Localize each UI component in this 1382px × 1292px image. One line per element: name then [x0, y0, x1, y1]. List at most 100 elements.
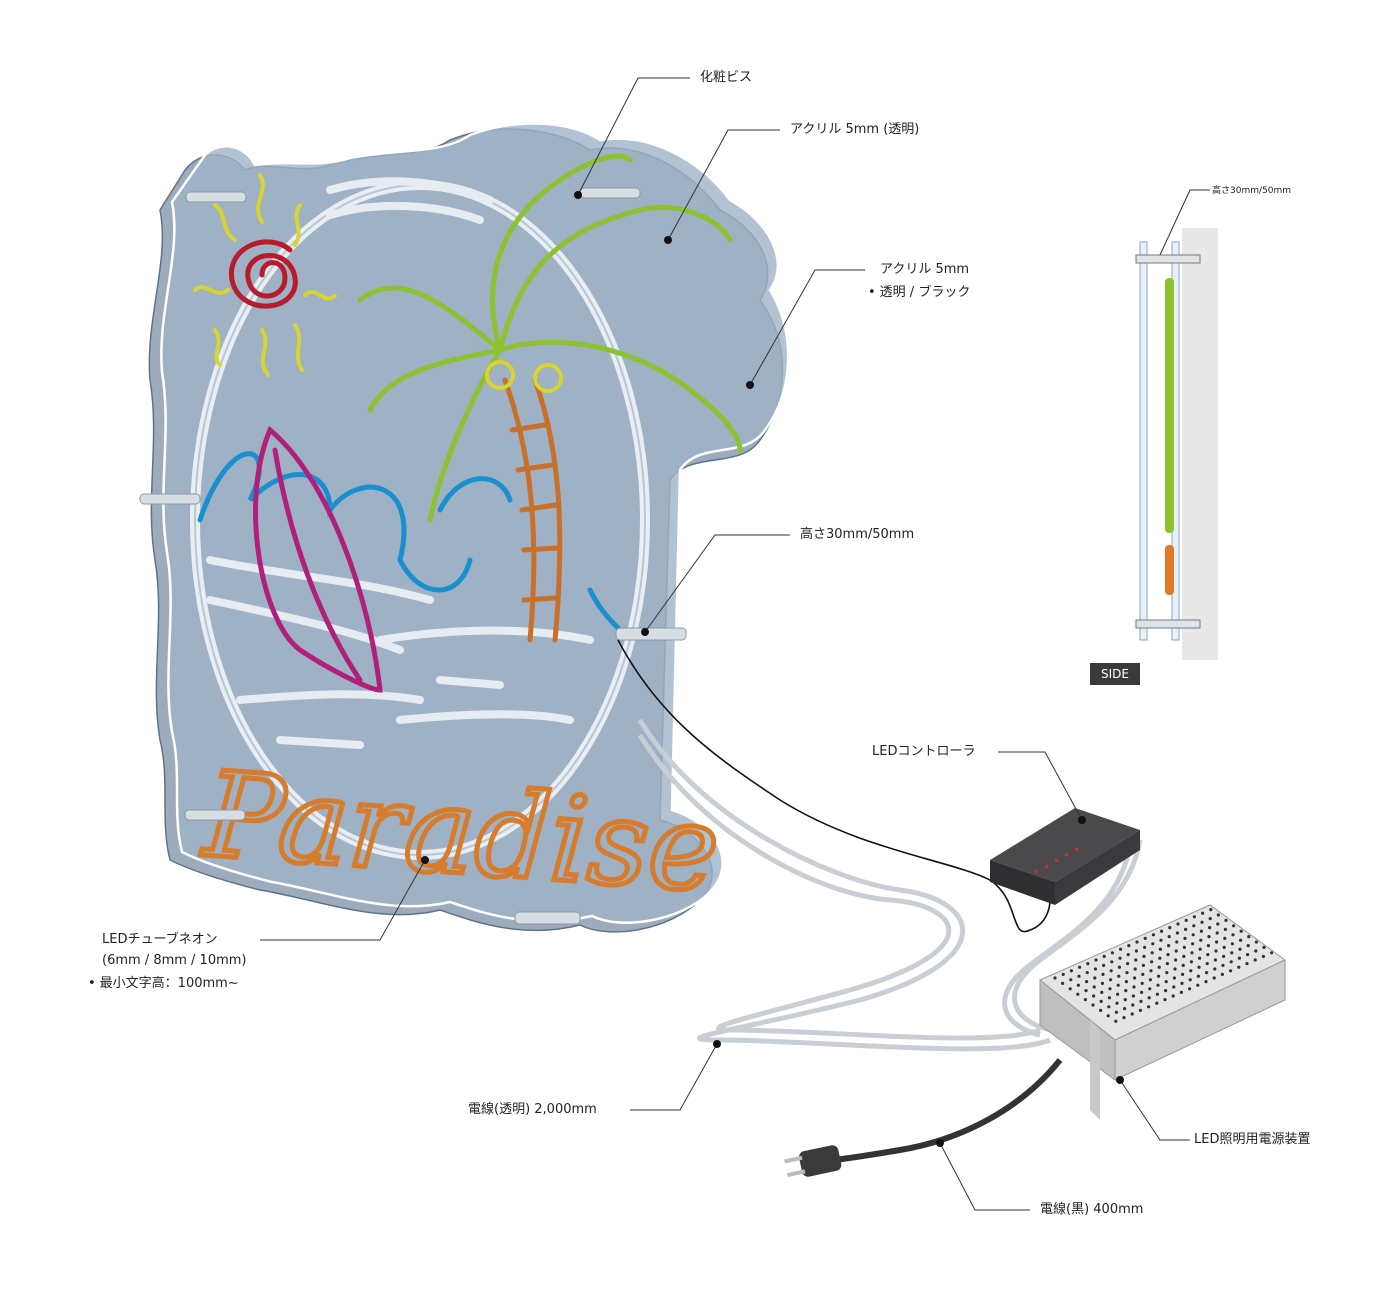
vent-hole — [1175, 940, 1179, 944]
vent-hole — [1192, 924, 1196, 928]
vent-hole — [1179, 990, 1183, 995]
vent-hole — [1159, 938, 1163, 942]
vent-hole — [1102, 963, 1106, 968]
vent-hole — [1125, 971, 1129, 975]
vent-hole — [1230, 942, 1234, 946]
front-acrylic-panel — [160, 122, 790, 924]
vent-hole — [1134, 958, 1138, 962]
label-power-supply: LED照明用電源装置 — [1194, 1132, 1311, 1147]
vent-hole — [1141, 972, 1145, 977]
vent-hole — [1192, 915, 1196, 919]
vent-hole — [1172, 985, 1176, 989]
vent-hole — [1155, 1001, 1159, 1005]
vent-hole — [1061, 972, 1065, 977]
vent-hole — [1085, 980, 1089, 984]
vent-hole — [1138, 1008, 1142, 1013]
vent-hole — [1262, 945, 1266, 950]
vent-hole — [1117, 965, 1121, 969]
vent-hole — [1238, 947, 1242, 951]
vent-hole — [1156, 983, 1160, 987]
vent-hole — [1151, 933, 1155, 937]
vent-hole — [1122, 1016, 1126, 1020]
vent-hole — [1123, 998, 1127, 1002]
vent-hole — [1214, 949, 1218, 953]
vent-hole — [1110, 951, 1114, 955]
vent-hole — [1123, 1007, 1127, 1011]
vent-hole — [1069, 978, 1073, 982]
vent-hole — [1232, 924, 1236, 928]
vent-hole — [1107, 1005, 1111, 1009]
vent-hole — [1127, 944, 1131, 948]
vent-hole — [1102, 954, 1106, 959]
vent-hole — [1099, 999, 1103, 1004]
vent-hole — [1237, 956, 1241, 960]
vent-hole — [1158, 956, 1162, 960]
vent-hole — [1208, 917, 1212, 921]
vent-hole — [1208, 926, 1212, 930]
vent-hole — [1130, 1012, 1134, 1016]
label-neon-tube: LEDチューブネオン — [102, 932, 218, 947]
vent-hole — [1133, 967, 1137, 971]
label-neon-sizes: (6mm / 8mm / 10mm) — [102, 953, 247, 968]
vent-hole — [1165, 971, 1169, 975]
vent-hole — [1053, 976, 1057, 980]
vent-hole — [1212, 976, 1216, 980]
vent-hole — [1176, 922, 1180, 926]
vent-hole — [1216, 922, 1220, 926]
vent-hole — [1184, 927, 1188, 932]
vent-hole — [1196, 983, 1200, 987]
vent-hole — [1133, 976, 1137, 980]
vent-hole — [1167, 935, 1171, 939]
vent-hole — [1151, 942, 1155, 946]
vent-hole — [1222, 945, 1226, 950]
power-plug — [784, 1145, 842, 1178]
vent-hole — [1150, 960, 1154, 964]
vent-hole — [1116, 983, 1120, 987]
vent-hole — [1093, 976, 1097, 980]
vent-hole — [1084, 989, 1088, 993]
vent-hole — [1188, 987, 1192, 991]
vent-hole — [1220, 972, 1224, 977]
vent-hole — [1270, 951, 1274, 955]
vent-hole — [1181, 963, 1185, 968]
vent-hole — [1147, 1005, 1151, 1009]
vent-hole — [1143, 945, 1147, 950]
vent-hole — [1229, 969, 1233, 973]
vent-hole — [1142, 954, 1146, 959]
vent-hole — [1117, 974, 1121, 978]
vent-hole — [1148, 978, 1152, 982]
vent-hole — [1246, 953, 1250, 957]
vent-hole — [1157, 965, 1161, 969]
vent-hole — [1167, 944, 1171, 948]
vent-hole — [1216, 913, 1220, 917]
vent-hole — [1201, 911, 1205, 915]
vent-hole — [1076, 992, 1080, 996]
vent-hole — [1199, 929, 1203, 933]
vent-hole — [1150, 951, 1154, 955]
vent-hole — [1205, 962, 1209, 966]
vent-hole — [1189, 960, 1193, 964]
neon-surfboard — [253, 425, 383, 693]
vent-hole — [1149, 969, 1153, 973]
vent-hole — [1143, 936, 1147, 941]
vent-hole — [1069, 969, 1073, 973]
vent-hole — [1198, 956, 1202, 960]
vent-hole — [1182, 954, 1186, 959]
vent-hole — [1191, 933, 1195, 937]
vent-hole — [1197, 965, 1201, 969]
vent-hole — [1115, 1001, 1119, 1005]
neon-backing-strips — [206, 177, 594, 749]
vent-hole — [1165, 962, 1169, 966]
vent-hole — [1174, 949, 1178, 953]
vent-hole — [1171, 994, 1175, 998]
vent-hole — [1068, 987, 1072, 991]
power-supply-vents — [1053, 908, 1274, 1023]
vent-hole — [1224, 918, 1228, 923]
vent-hole — [1247, 935, 1251, 939]
vent-hole — [1205, 971, 1209, 975]
vent-hole — [1173, 967, 1177, 971]
vent-hole — [1100, 990, 1104, 995]
vent-hole — [1092, 985, 1096, 989]
